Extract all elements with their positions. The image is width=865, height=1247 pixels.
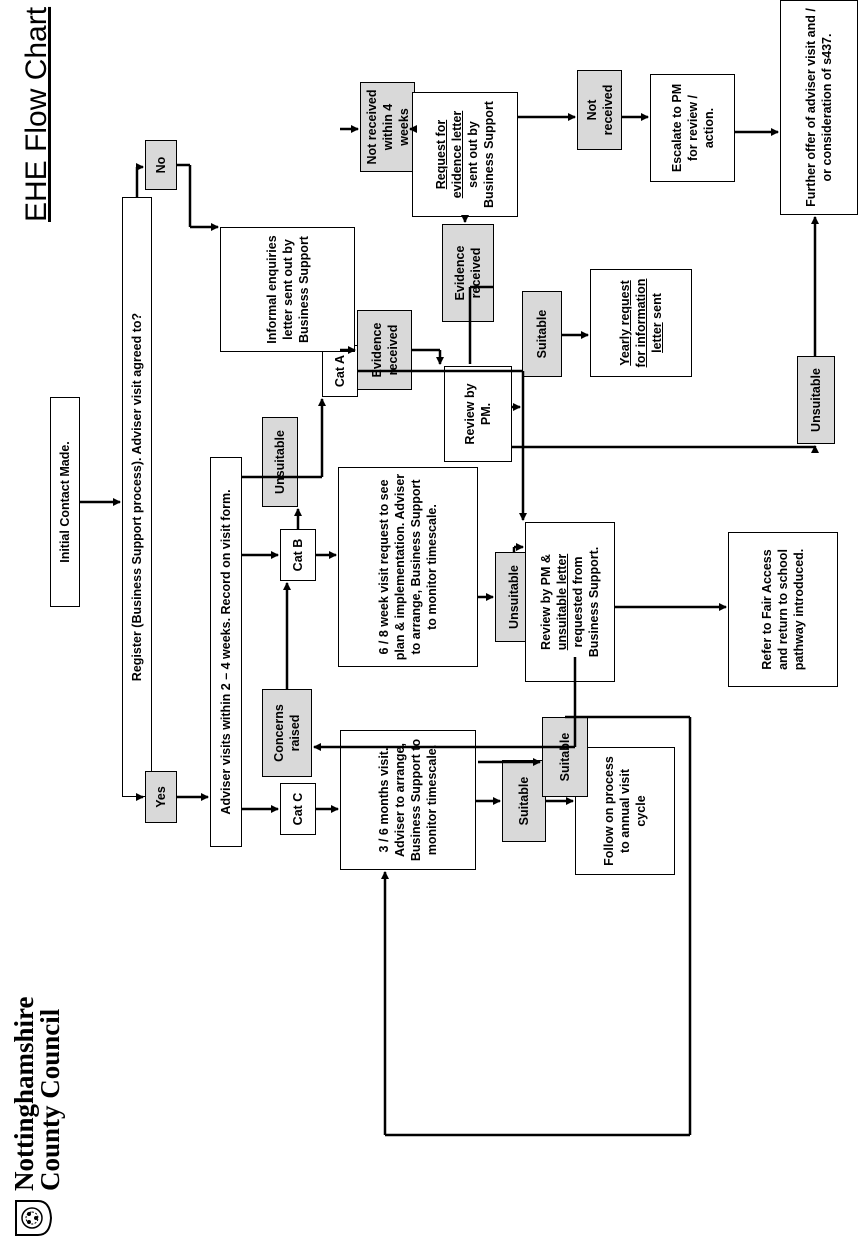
county-crest-icon bbox=[12, 1199, 53, 1237]
